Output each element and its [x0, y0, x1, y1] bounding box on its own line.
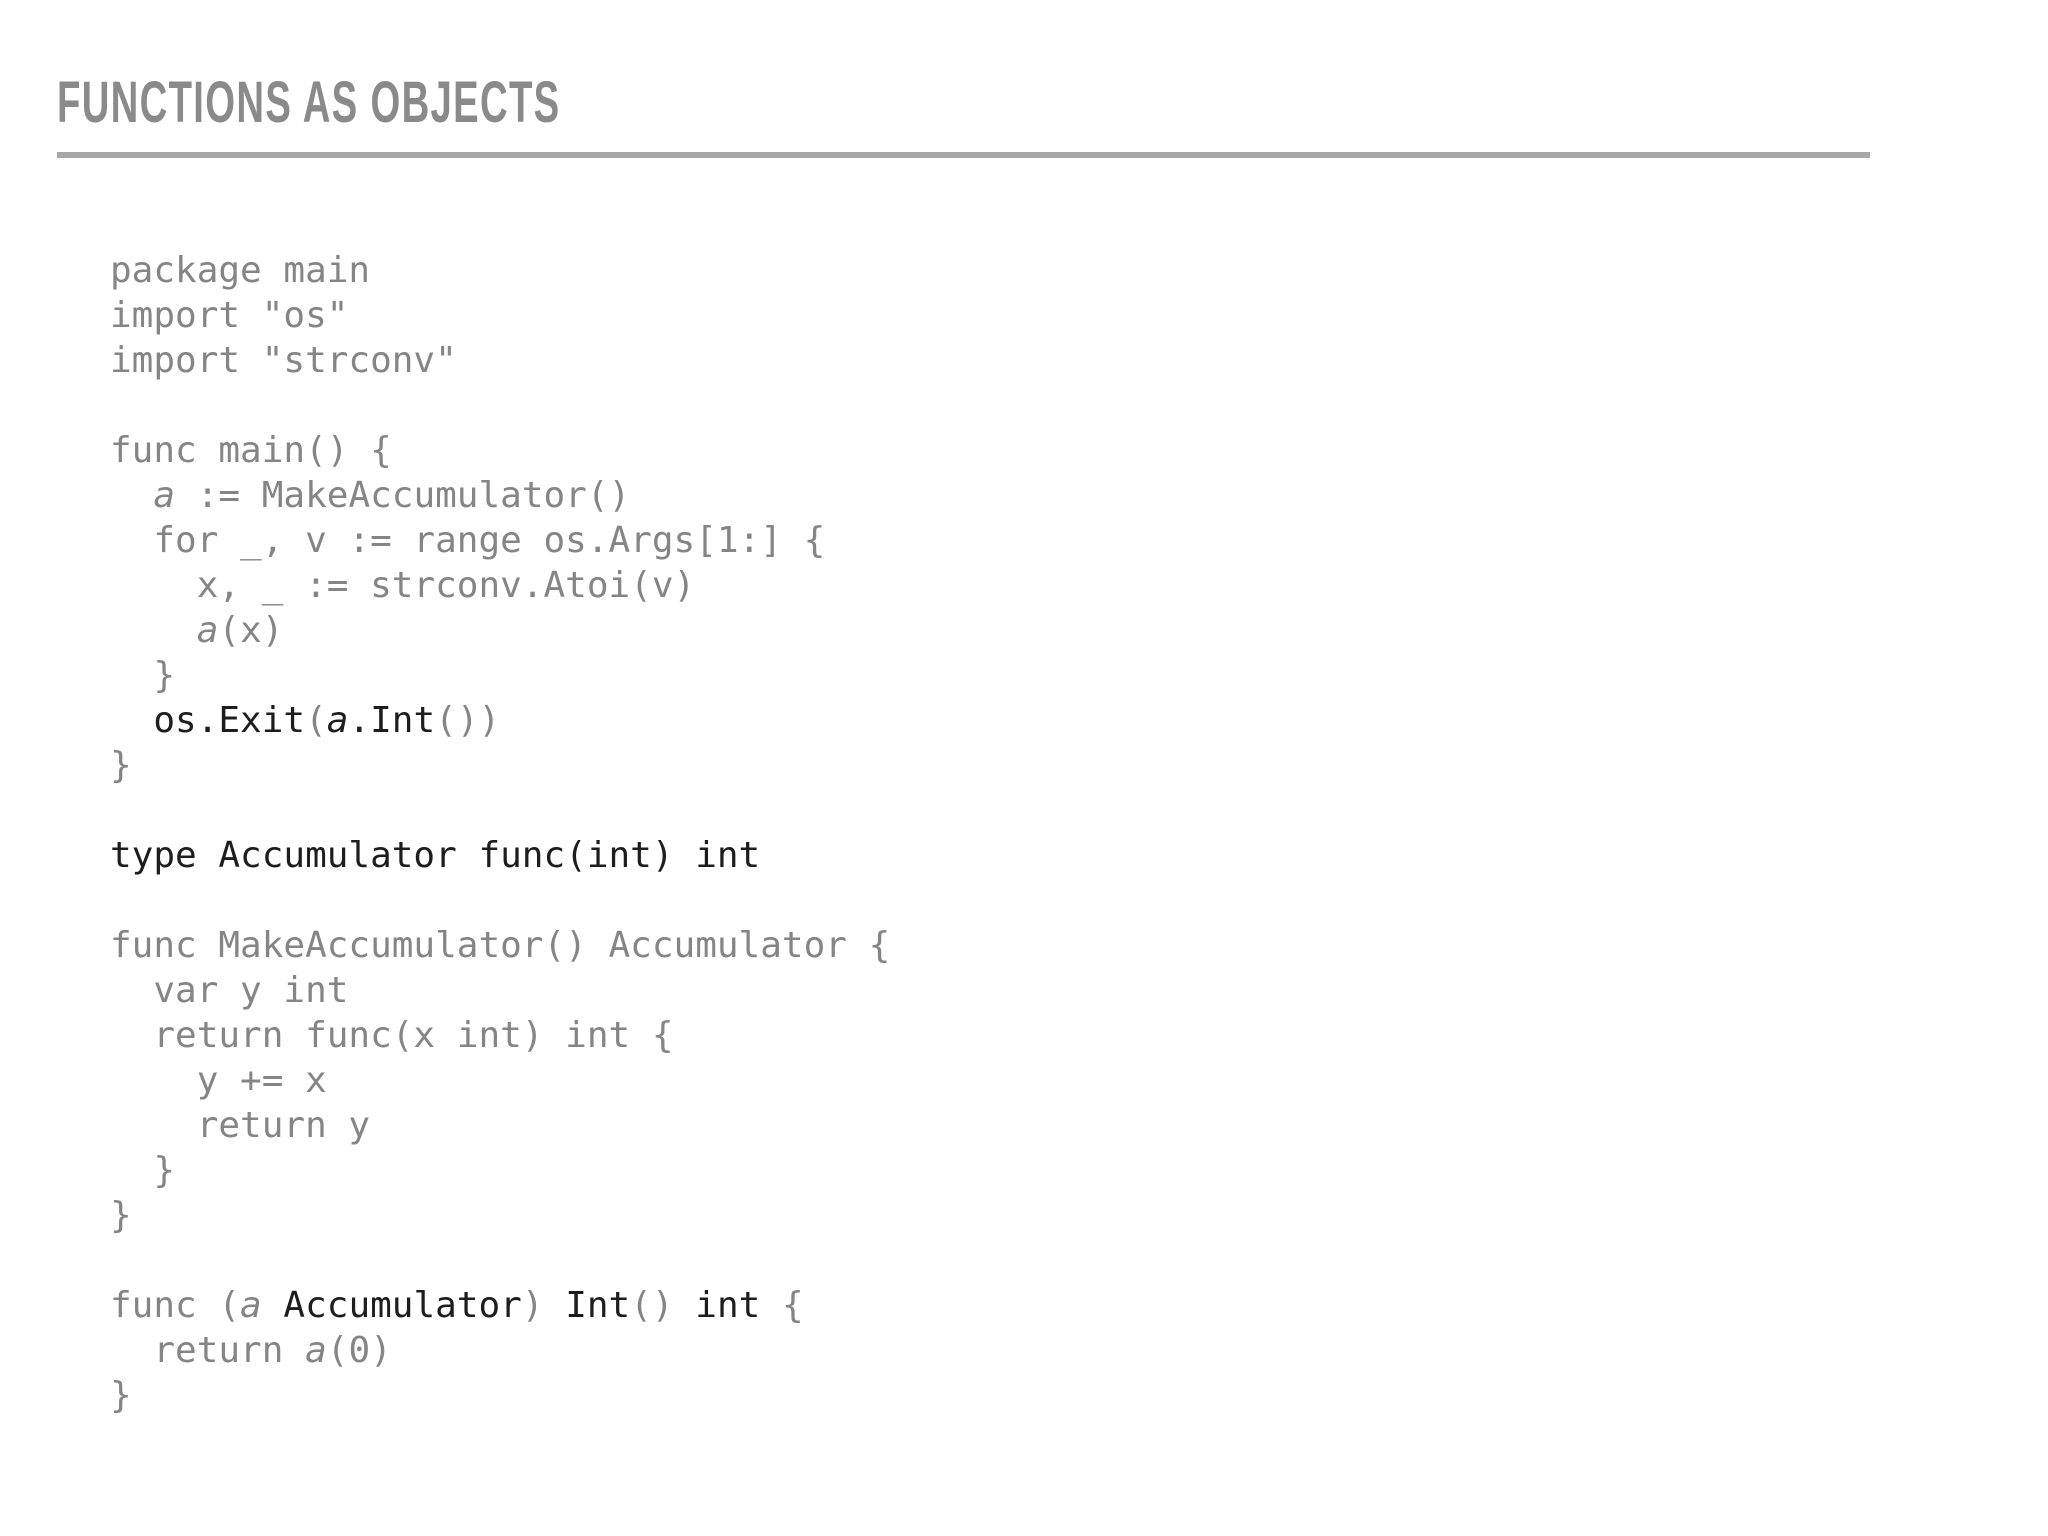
code-line: return func(x int) int { — [110, 1013, 890, 1058]
code-text: func main() { — [110, 430, 392, 471]
code-text: import "os" — [110, 295, 349, 336]
code-line: return a(0) — [110, 1328, 890, 1373]
code-line: package main — [110, 248, 890, 293]
code-text: import "strconv" — [110, 340, 457, 381]
code-text: ) — [521, 1285, 566, 1326]
code-text: return func(x int) int { — [110, 1015, 674, 1056]
code-highlight: int — [695, 1285, 761, 1326]
code-line: func main() { — [110, 428, 890, 473]
code-highlight: Accumulator — [283, 1285, 522, 1326]
code-text: } — [110, 1375, 132, 1416]
code-line — [110, 1238, 890, 1283]
code-text: return y — [110, 1105, 371, 1146]
code-text — [262, 1285, 284, 1326]
code-line: y += x — [110, 1058, 890, 1103]
code-line: } — [110, 653, 890, 698]
code-text: (0) — [326, 1330, 392, 1371]
code-text: func MakeAccumulator() Accumulator { — [110, 925, 891, 966]
code-text: return — [110, 1330, 306, 1371]
code-line: } — [110, 743, 890, 788]
code-highlight: Int — [565, 1285, 631, 1326]
code-text: ()) — [435, 700, 501, 741]
code-line: } — [110, 1148, 890, 1193]
code-line: } — [110, 1373, 890, 1418]
code-highlight: a — [326, 700, 349, 741]
code-line: var y int — [110, 968, 890, 1013]
code-highlight: os.Exit — [153, 700, 306, 741]
code-line — [110, 383, 890, 428]
code-line: return y — [110, 1103, 890, 1148]
title-divider — [57, 152, 1870, 158]
code-text: a — [305, 1330, 327, 1371]
code-line: a(x) — [110, 608, 890, 653]
code-text: } — [110, 655, 176, 696]
code-text: package main — [110, 250, 371, 291]
code-text: } — [110, 1150, 176, 1191]
code-line: a := MakeAccumulator() — [110, 473, 890, 518]
code-line: func (a Accumulator) Int() int { — [110, 1283, 890, 1328]
code-line — [110, 788, 890, 833]
code-line: os.Exit(a.Int()) — [110, 698, 890, 743]
code-line — [110, 878, 890, 923]
code-text: } — [110, 1195, 132, 1236]
code-text: var y int — [110, 970, 349, 1011]
code-text: } — [110, 745, 132, 786]
code-text — [110, 700, 153, 741]
code-highlight: type Accumulator func(int) int — [110, 835, 761, 876]
code-text: a — [196, 610, 219, 651]
code-text — [110, 610, 197, 651]
code-line: import "os" — [110, 293, 890, 338]
code-line: import "strconv" — [110, 338, 890, 383]
slide-title: FUNCTIONS AS OBJECTS — [57, 70, 561, 135]
code-text: := MakeAccumulator() — [175, 475, 631, 516]
code-text: y += x — [110, 1060, 327, 1101]
code-text: () — [630, 1285, 696, 1326]
code-line: for _, v := range os.Args[1:] { — [110, 518, 890, 563]
code-line: x, _ := strconv.Atoi(v) — [110, 563, 890, 608]
code-text: ( — [305, 700, 327, 741]
code-text — [110, 475, 153, 516]
code-highlight: .Int — [348, 700, 436, 741]
code-line: type Accumulator func(int) int — [110, 833, 890, 878]
code-text: for _, v := range os.Args[1:] { — [110, 520, 826, 561]
code-text: (x) — [218, 610, 284, 651]
code-line: } — [110, 1193, 890, 1238]
code-text: x, _ := strconv.Atoi(v) — [110, 565, 696, 606]
code-line: func MakeAccumulator() Accumulator { — [110, 923, 890, 968]
code-text: func ( — [110, 1285, 241, 1326]
code-text: { — [760, 1285, 804, 1326]
code-text: a — [240, 1285, 262, 1326]
code-text: a — [153, 475, 176, 516]
